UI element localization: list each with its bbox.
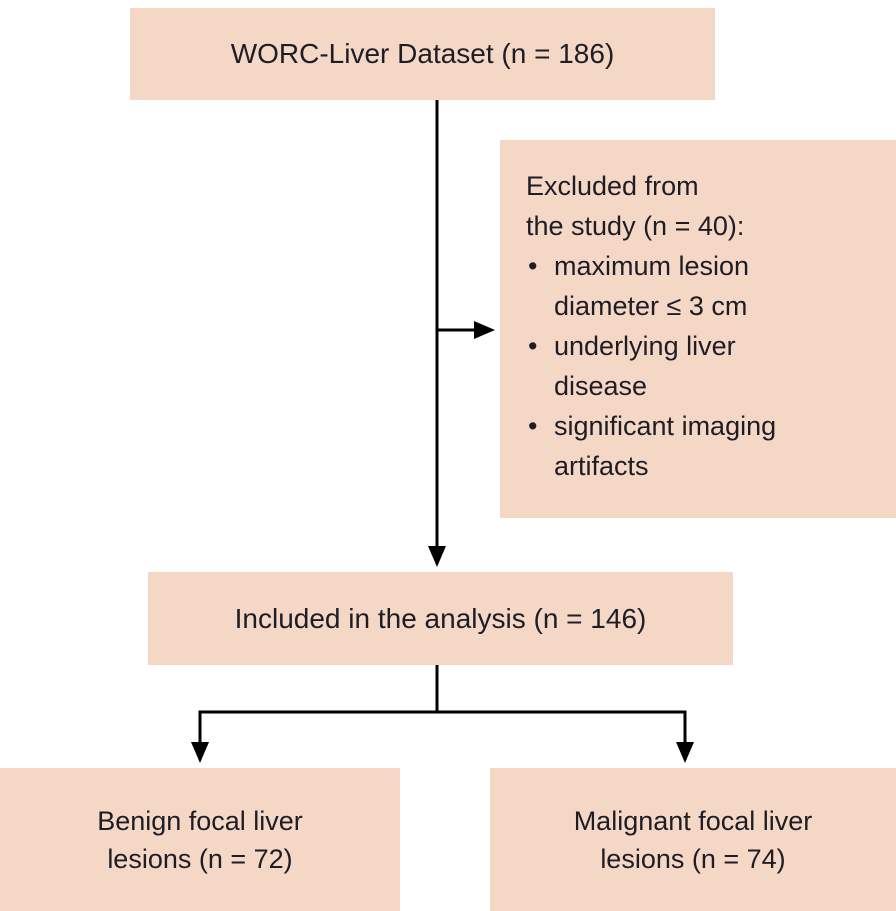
dataset-box: WORC-Liver Dataset (n = 186) <box>130 8 715 100</box>
excluded-box-title: Excluded from the study (n = 40): <box>526 166 882 246</box>
bullet-line: diameter ≤ 3 cm <box>554 291 748 321</box>
benign-box: Benign focal liver lesions (n = 72) <box>0 768 400 911</box>
malignant-box-line: Malignant focal liver <box>573 805 813 836</box>
malignant-box-label: Malignant focal liver lesions (n = 74) <box>574 802 813 878</box>
excluded-bullet-list: • maximum lesion diameter ≤ 3 cm • under… <box>526 246 882 486</box>
benign-box-label: Benign focal liver lesions (n = 72) <box>97 802 303 878</box>
bullet-icon: • <box>528 411 538 441</box>
malignant-box-line: lesions (n = 74) <box>600 843 786 874</box>
bullet-icon: • <box>528 331 538 361</box>
bullet-line: underlying liver <box>554 331 736 361</box>
bullet-line: disease <box>554 371 648 401</box>
benign-box-line: Benign focal liver <box>97 805 303 836</box>
bullet-item: • significant imaging artifacts <box>526 406 882 486</box>
bullet-item: • maximum lesion diameter ≤ 3 cm <box>526 246 882 326</box>
dataset-box-label: WORC-Liver Dataset (n = 186) <box>230 38 615 69</box>
included-box-label: Included in the analysis (n = 146) <box>234 602 647 634</box>
included-box: Included in the analysis (n = 146) <box>148 572 733 665</box>
bullet-line: significant imaging <box>554 411 777 441</box>
benign-box-line: lesions (n = 72) <box>107 843 293 874</box>
excluded-box: Excluded from the study (n = 40): • maxi… <box>500 140 896 518</box>
bullet-item: • underlying liver disease <box>526 326 882 406</box>
bullet-line: artifacts <box>554 451 649 481</box>
bullet-line: maximum lesion <box>554 251 750 281</box>
bullet-icon: • <box>528 251 538 281</box>
malignant-box: Malignant focal liver lesions (n = 74) <box>490 768 896 911</box>
excluded-title-line: the study (n = 40): <box>526 211 745 241</box>
excluded-title-line: Excluded from <box>526 171 699 201</box>
